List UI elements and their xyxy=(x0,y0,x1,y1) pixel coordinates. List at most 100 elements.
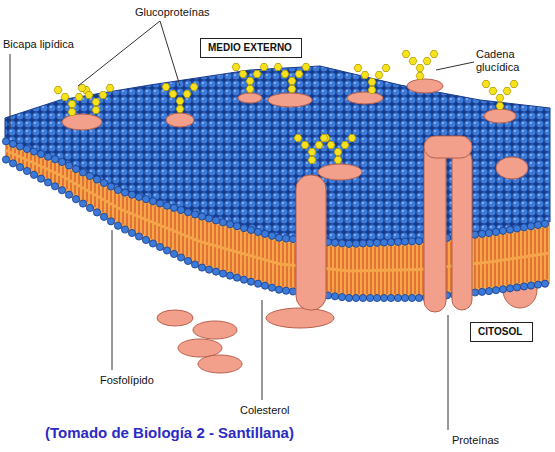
sugar-unit xyxy=(176,98,184,105)
phospholipid-head xyxy=(156,200,163,207)
phospholipid-head xyxy=(513,284,520,291)
peripheral-protein xyxy=(496,157,528,179)
leader-line xyxy=(160,21,180,86)
peripheral-protein xyxy=(407,79,443,93)
lipid-tail xyxy=(167,210,168,227)
phospholipid-head xyxy=(352,240,359,247)
phospholipid-head xyxy=(72,165,79,172)
lipid-tail xyxy=(403,246,404,269)
phospholipid-head xyxy=(9,140,16,147)
lipid-tail xyxy=(59,176,60,184)
lipid-tail xyxy=(255,258,256,278)
cholesterol-label: Colesterol xyxy=(240,404,290,417)
lipid-tail xyxy=(135,217,136,231)
phospholipid-head xyxy=(499,286,506,293)
phospholipid-head xyxy=(485,230,492,237)
lipid-tail xyxy=(135,200,136,214)
phospholipid-head xyxy=(163,247,170,254)
lipid-tail xyxy=(279,265,280,285)
lipid-tail xyxy=(211,246,212,266)
lipid-tail xyxy=(55,174,56,182)
lipid-tail xyxy=(95,183,96,194)
phospholipid-head xyxy=(534,281,541,288)
phospholipid-head xyxy=(534,221,541,228)
phospholipid-head xyxy=(331,293,338,300)
sugar-unit xyxy=(348,135,356,142)
lipid-tail xyxy=(223,226,224,246)
leader-lines xyxy=(10,21,474,430)
lipid-tail xyxy=(271,240,272,260)
lipid-tail xyxy=(519,232,520,256)
peripheral-protein xyxy=(318,164,362,180)
lipid-tail xyxy=(487,237,488,260)
lipid-tail xyxy=(479,238,480,261)
lipid-tail xyxy=(423,271,424,294)
sugar-unit xyxy=(416,65,424,72)
lipid-tail xyxy=(527,258,528,282)
phospholipid-head xyxy=(44,179,51,186)
peripheral-protein xyxy=(484,109,516,123)
sugar-unit xyxy=(308,157,316,164)
lipid-tail xyxy=(251,257,252,277)
sugar-unit xyxy=(85,92,93,99)
phospholipid-head xyxy=(275,286,282,293)
sugar-unit xyxy=(423,58,431,65)
phospholipid-head xyxy=(401,238,408,245)
lipid-tail xyxy=(419,271,420,294)
lipid-tail xyxy=(103,201,104,212)
phospholipid-head xyxy=(219,219,226,226)
phospholipid-head xyxy=(135,193,142,200)
phospholipid-head xyxy=(345,294,352,301)
lipid-tail xyxy=(7,146,8,150)
sugar-unit xyxy=(288,86,296,93)
lipid-tail xyxy=(451,268,452,291)
phospholipid-head xyxy=(359,294,366,301)
leader-line xyxy=(112,230,113,370)
lipid-tail xyxy=(283,242,284,263)
sugar-unit xyxy=(301,142,309,149)
lipid-tail xyxy=(535,230,536,254)
lipid-tail xyxy=(483,238,484,261)
lipid-tail xyxy=(143,220,144,235)
phospholipid-head xyxy=(135,233,142,240)
lipid-tail xyxy=(391,272,392,294)
lipid-tail xyxy=(163,228,164,245)
phospholipid-head xyxy=(37,175,44,182)
phospholipid-head xyxy=(359,240,366,247)
lipid-tail xyxy=(351,248,352,270)
lipid-tail xyxy=(515,233,516,257)
lipid-tail xyxy=(127,197,128,210)
sugar-unit xyxy=(92,99,100,106)
phospholipid-head xyxy=(121,226,128,233)
lipid-tail xyxy=(331,246,332,267)
phospholipid-head xyxy=(254,280,261,287)
protein-label: Proteínas xyxy=(452,434,499,447)
phospholipid-head xyxy=(100,179,107,186)
lipid-tail xyxy=(99,199,100,210)
lipid-tail xyxy=(403,271,404,294)
lipid-tail xyxy=(47,160,48,167)
lipid-tail xyxy=(187,238,188,257)
lipid-tail xyxy=(383,247,384,269)
lipid-tail xyxy=(411,271,412,294)
lipid-tail xyxy=(99,185,100,196)
lipid-tail xyxy=(411,245,412,268)
phospholipid-head xyxy=(331,239,338,246)
lipid-tail xyxy=(343,272,344,293)
lipid-tail xyxy=(407,246,408,269)
peripheral-protein xyxy=(62,114,102,130)
sugar-unit xyxy=(162,84,170,91)
lipid-tail xyxy=(91,181,92,192)
lipid-tail xyxy=(347,248,348,269)
lipid-tail xyxy=(95,196,96,207)
lipid-tail xyxy=(335,247,336,268)
lipid-tail xyxy=(283,266,284,287)
phospholipid-head xyxy=(149,240,156,247)
lipid-tail xyxy=(143,202,144,217)
phospholipid-head xyxy=(401,294,408,301)
lipid-tail xyxy=(347,272,348,293)
lipid-tail xyxy=(211,223,212,243)
lipid-tail xyxy=(331,271,332,292)
sugar-unit xyxy=(246,86,254,93)
lipid-tail xyxy=(491,237,492,261)
